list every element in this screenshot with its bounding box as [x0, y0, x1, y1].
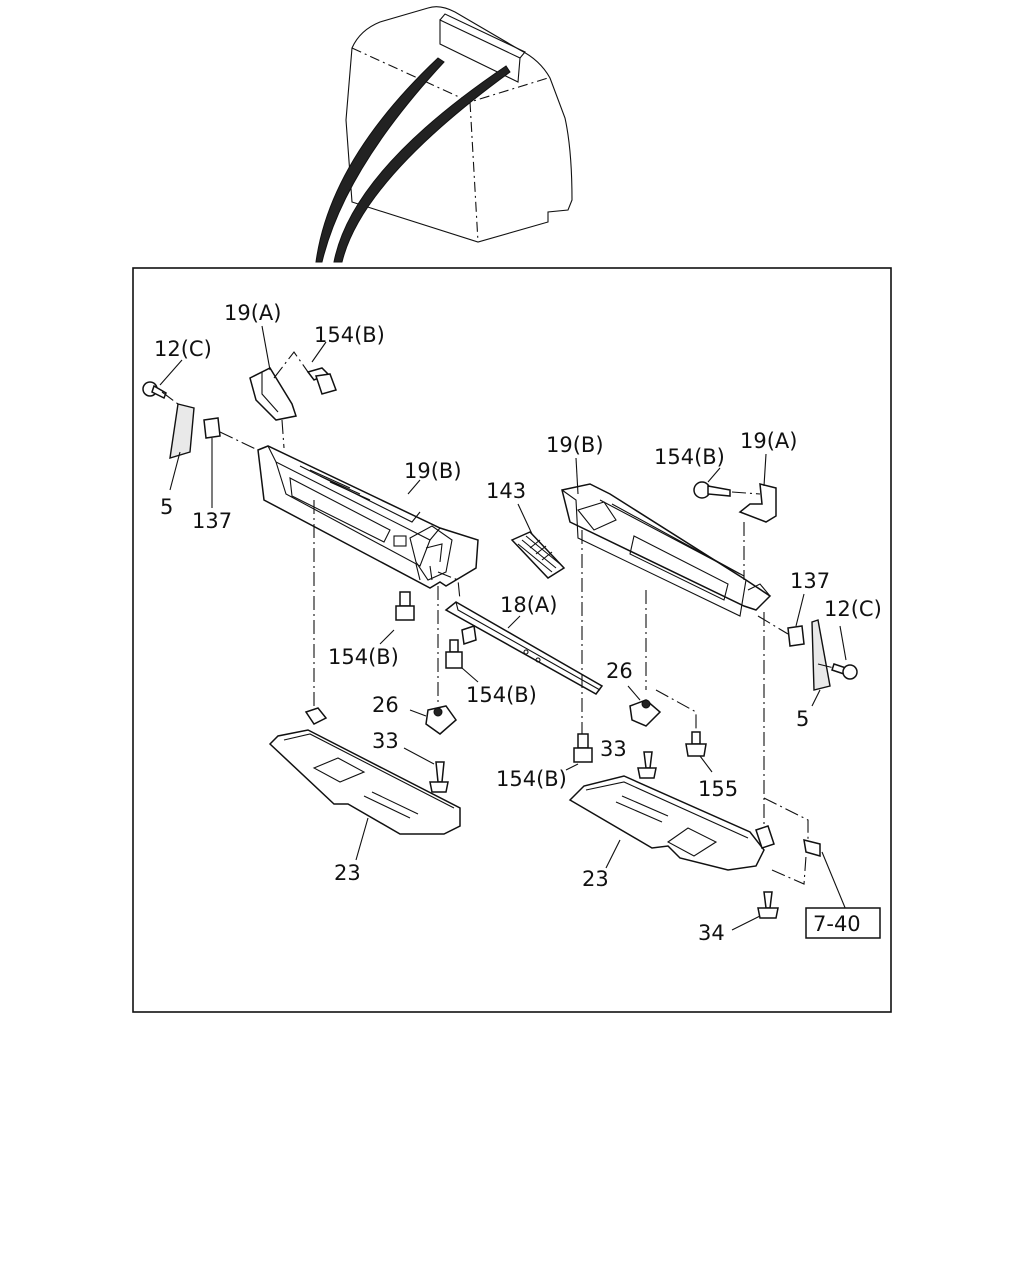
bolt-154b-top-left	[306, 367, 337, 395]
clip-26-left	[425, 705, 458, 735]
label-154b-top-left: 154(B)	[314, 323, 385, 347]
bolt-154b-top-right	[693, 481, 731, 499]
bracket-19a-right	[738, 483, 777, 523]
bolt-154b-left-panel	[395, 591, 415, 621]
clip-137-right	[787, 625, 805, 647]
visor-23-right	[568, 775, 775, 871]
label-137-left: 137	[192, 509, 232, 533]
label-23-right: 23	[582, 867, 609, 891]
label-19a-left: 19(A)	[224, 301, 281, 325]
detail-frame	[132, 267, 892, 1013]
bolt-12c-left	[142, 381, 167, 400]
label-154b-mid: 154(B)	[466, 683, 537, 707]
label-19a-right: 19(A)	[740, 429, 797, 453]
label-ref-7-40[interactable]: 7-40	[813, 912, 861, 936]
clip-ref-7-40	[803, 838, 821, 857]
clip-137-left	[203, 417, 221, 439]
grille-143	[510, 503, 566, 579]
label-12c-left: 12(C)	[154, 337, 212, 361]
label-19b-right: 19(B)	[546, 433, 604, 457]
strip-18a	[444, 601, 604, 695]
label-26-right: 26	[606, 659, 633, 683]
bracket-5-left	[169, 403, 195, 459]
label-23-left: 23	[334, 861, 361, 885]
label-154b-mid-left: 154(B)	[328, 645, 399, 669]
left-assembly	[142, 325, 604, 861]
label-154b-low-right: 154(B)	[496, 767, 567, 791]
label-19b-left: 19(B)	[404, 459, 462, 483]
label-5-left: 5	[160, 495, 173, 519]
callout-labels: 19(A) 154(B) 12(C) 5 137 19(B) 143 18(A)…	[154, 301, 882, 945]
visor-23-left	[268, 707, 461, 835]
label-33-right: 33	[600, 737, 627, 761]
cab-overview	[315, 6, 573, 263]
bracket-5-right	[811, 619, 831, 691]
label-12c-right: 12(C)	[824, 597, 882, 621]
screw-33-right	[637, 751, 657, 779]
reference-box-7-40[interactable]	[805, 907, 881, 939]
label-18a: 18(A)	[500, 593, 557, 617]
screw-33-left	[429, 761, 449, 793]
label-143: 143	[486, 479, 526, 503]
bolt-154b-low-right	[573, 733, 593, 763]
label-154b-top-right: 154(B)	[654, 445, 725, 469]
label-137-right: 137	[790, 569, 830, 593]
panel-19b-right	[561, 483, 772, 617]
label-5-right: 5	[796, 707, 809, 731]
label-155: 155	[698, 777, 738, 801]
right-assembly	[561, 453, 881, 939]
bracket-19a-left	[249, 367, 297, 421]
panel-19b-left	[257, 445, 479, 589]
label-26-left: 26	[372, 693, 399, 717]
label-33-left: 33	[372, 729, 399, 753]
label-34: 34	[698, 921, 725, 945]
screw-34	[757, 891, 779, 919]
screw-155	[685, 731, 707, 757]
bolt-12c-right	[831, 663, 858, 680]
bolt-154b-mid	[445, 639, 463, 669]
